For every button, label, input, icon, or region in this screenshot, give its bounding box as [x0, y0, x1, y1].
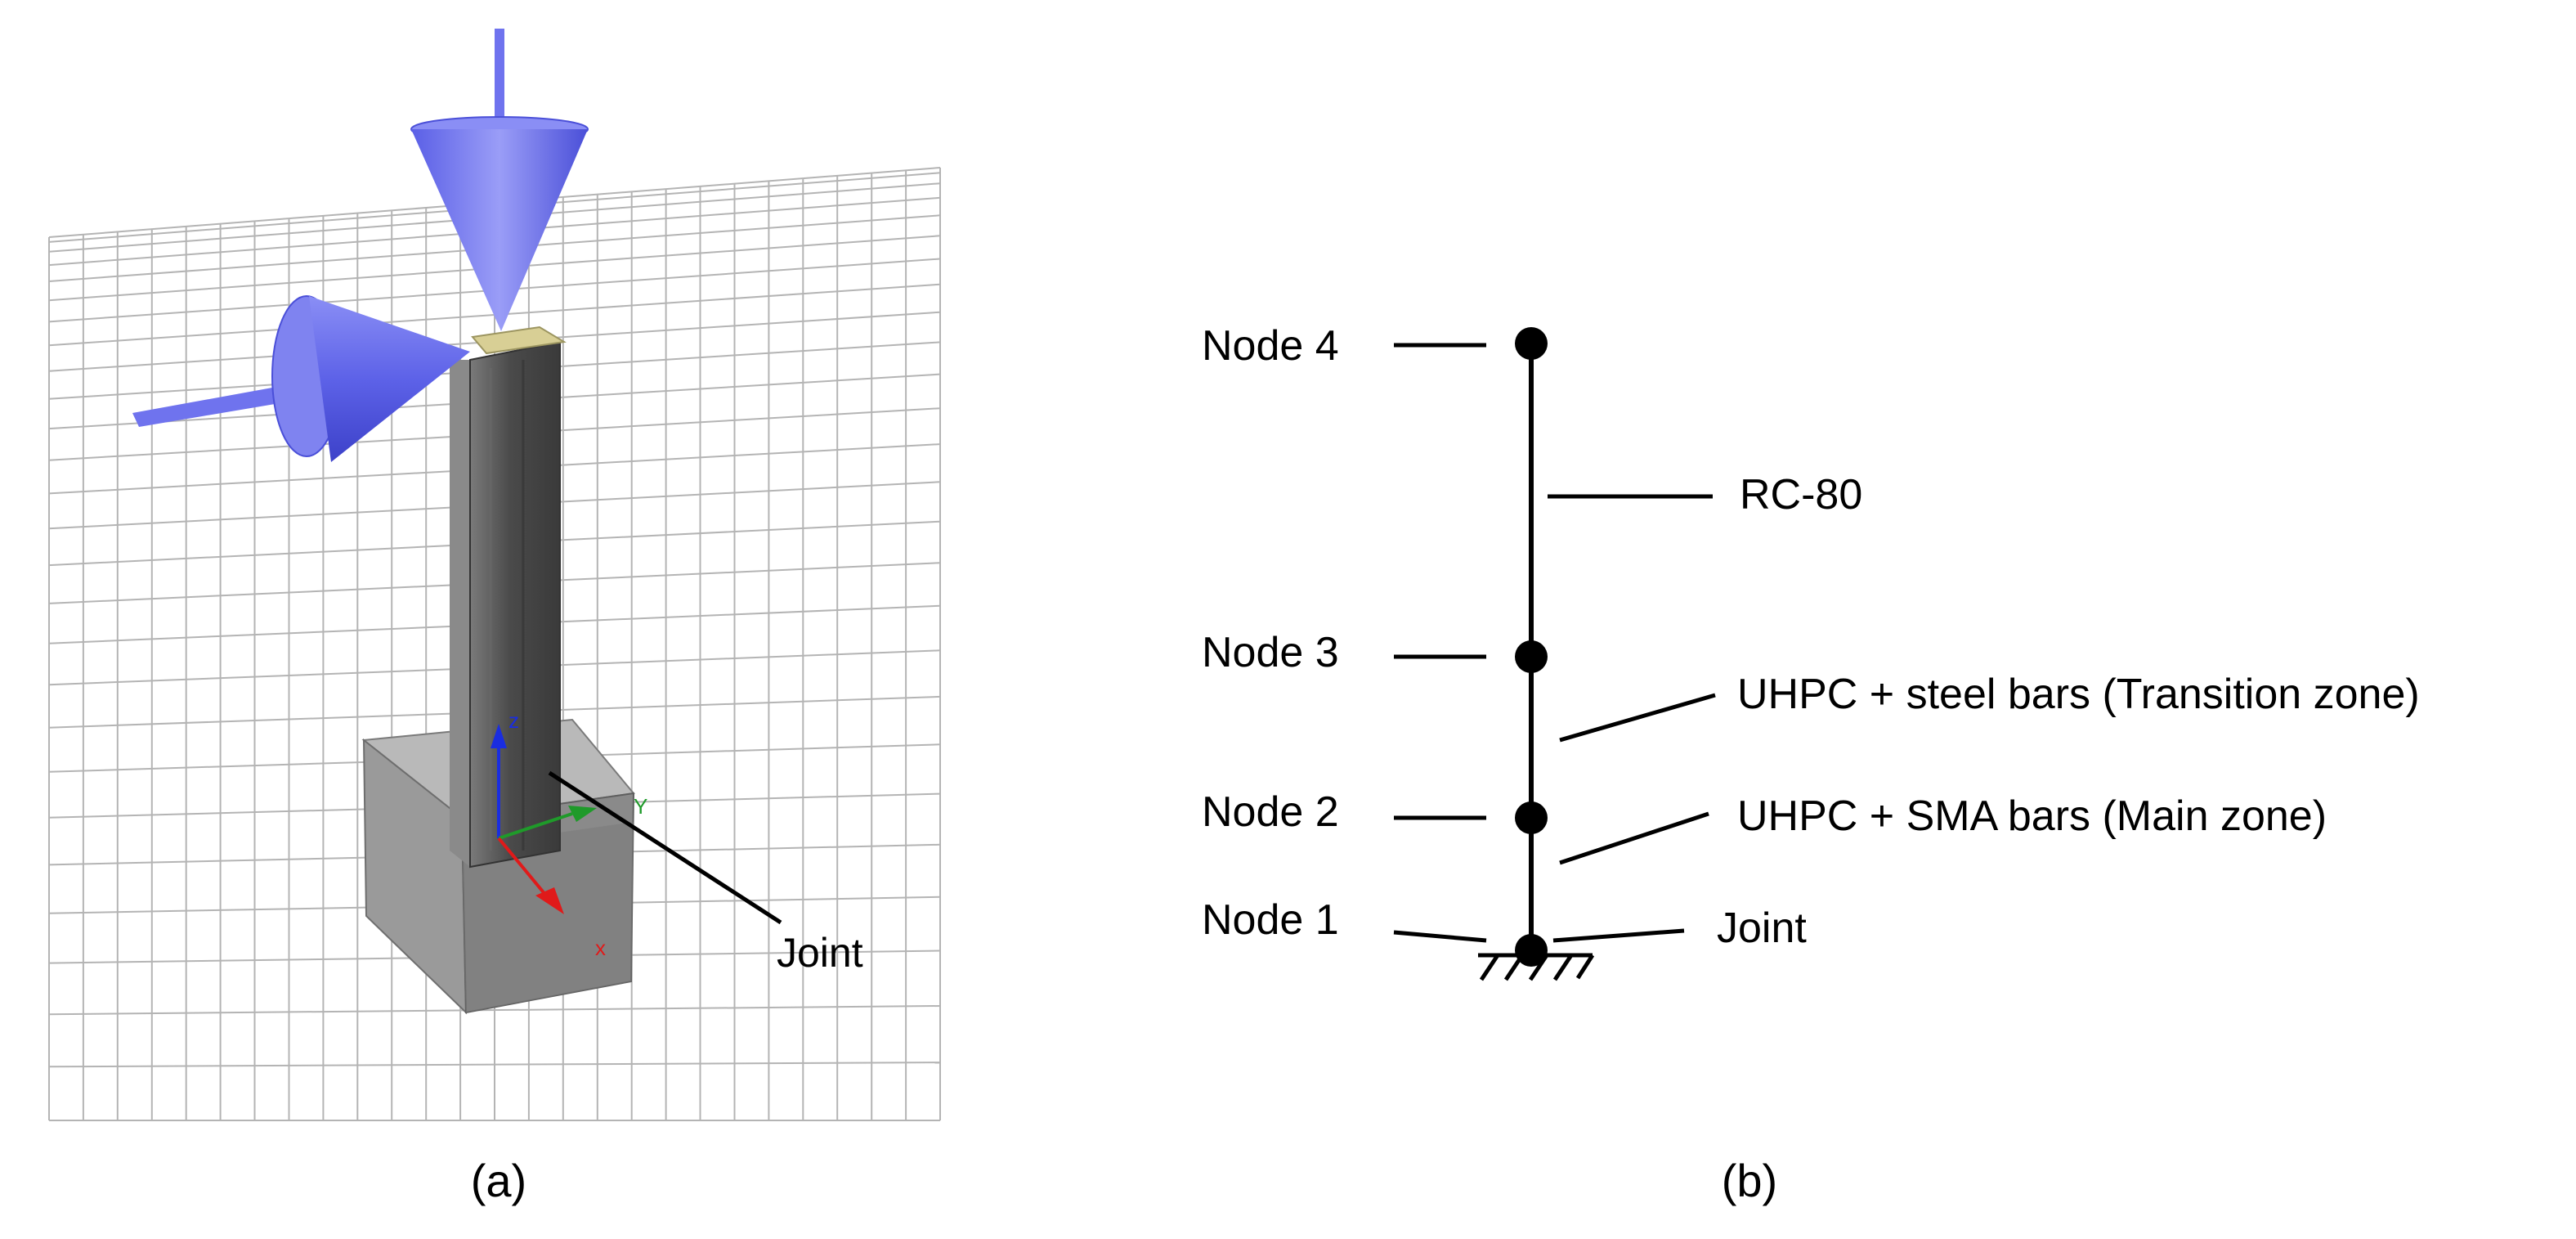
segment-main-leader	[1559, 811, 1709, 865]
segment-rc80-label: RC-80	[1740, 471, 1862, 518]
node-1-marker	[1515, 934, 1548, 967]
node-1-leader	[1393, 930, 1487, 943]
node-1-label: Node 1	[1202, 896, 1339, 944]
joint-label-b: Joint	[1717, 905, 1807, 952]
node-4-label: Node 4	[1202, 322, 1339, 370]
joint-callout-label-a: Joint	[777, 930, 863, 976]
segment-transition-label: UHPC + steel bars (Transition zone)	[1737, 671, 2420, 718]
panel-a-3d-model: z Y x Joint (a)	[48, 29, 941, 1206]
axis-x-label: x	[595, 936, 606, 960]
joint-callout-line-a	[548, 770, 782, 925]
node-4-marker	[1515, 327, 1548, 360]
panel-b-caption: (b)	[1722, 1155, 1777, 1206]
axis-z-label: z	[508, 708, 519, 733]
lateral-load-cone-icon	[132, 295, 470, 462]
axis-y-label: Y	[634, 794, 647, 819]
node-3-label: Node 3	[1202, 629, 1339, 676]
axis-triad-icon: z Y x	[491, 708, 647, 960]
vertical-load-cone-icon	[410, 29, 589, 331]
segment-main-label: UHPC + SMA bars (Main zone)	[1737, 792, 2327, 840]
segment-transition-leader	[1559, 693, 1716, 743]
panel-a-caption: (a)	[471, 1155, 526, 1206]
fixed-support-icon	[1478, 953, 1595, 981]
joint-leader-b	[1552, 928, 1685, 943]
node-3-marker	[1515, 640, 1548, 673]
node-2-marker	[1515, 801, 1548, 834]
panel-b-schematic: Node 4 Node 3 Node 2 Node 1 RC-80 UHPC +…	[1202, 322, 2420, 1206]
column	[450, 325, 567, 869]
node-2-label: Node 2	[1202, 788, 1339, 836]
